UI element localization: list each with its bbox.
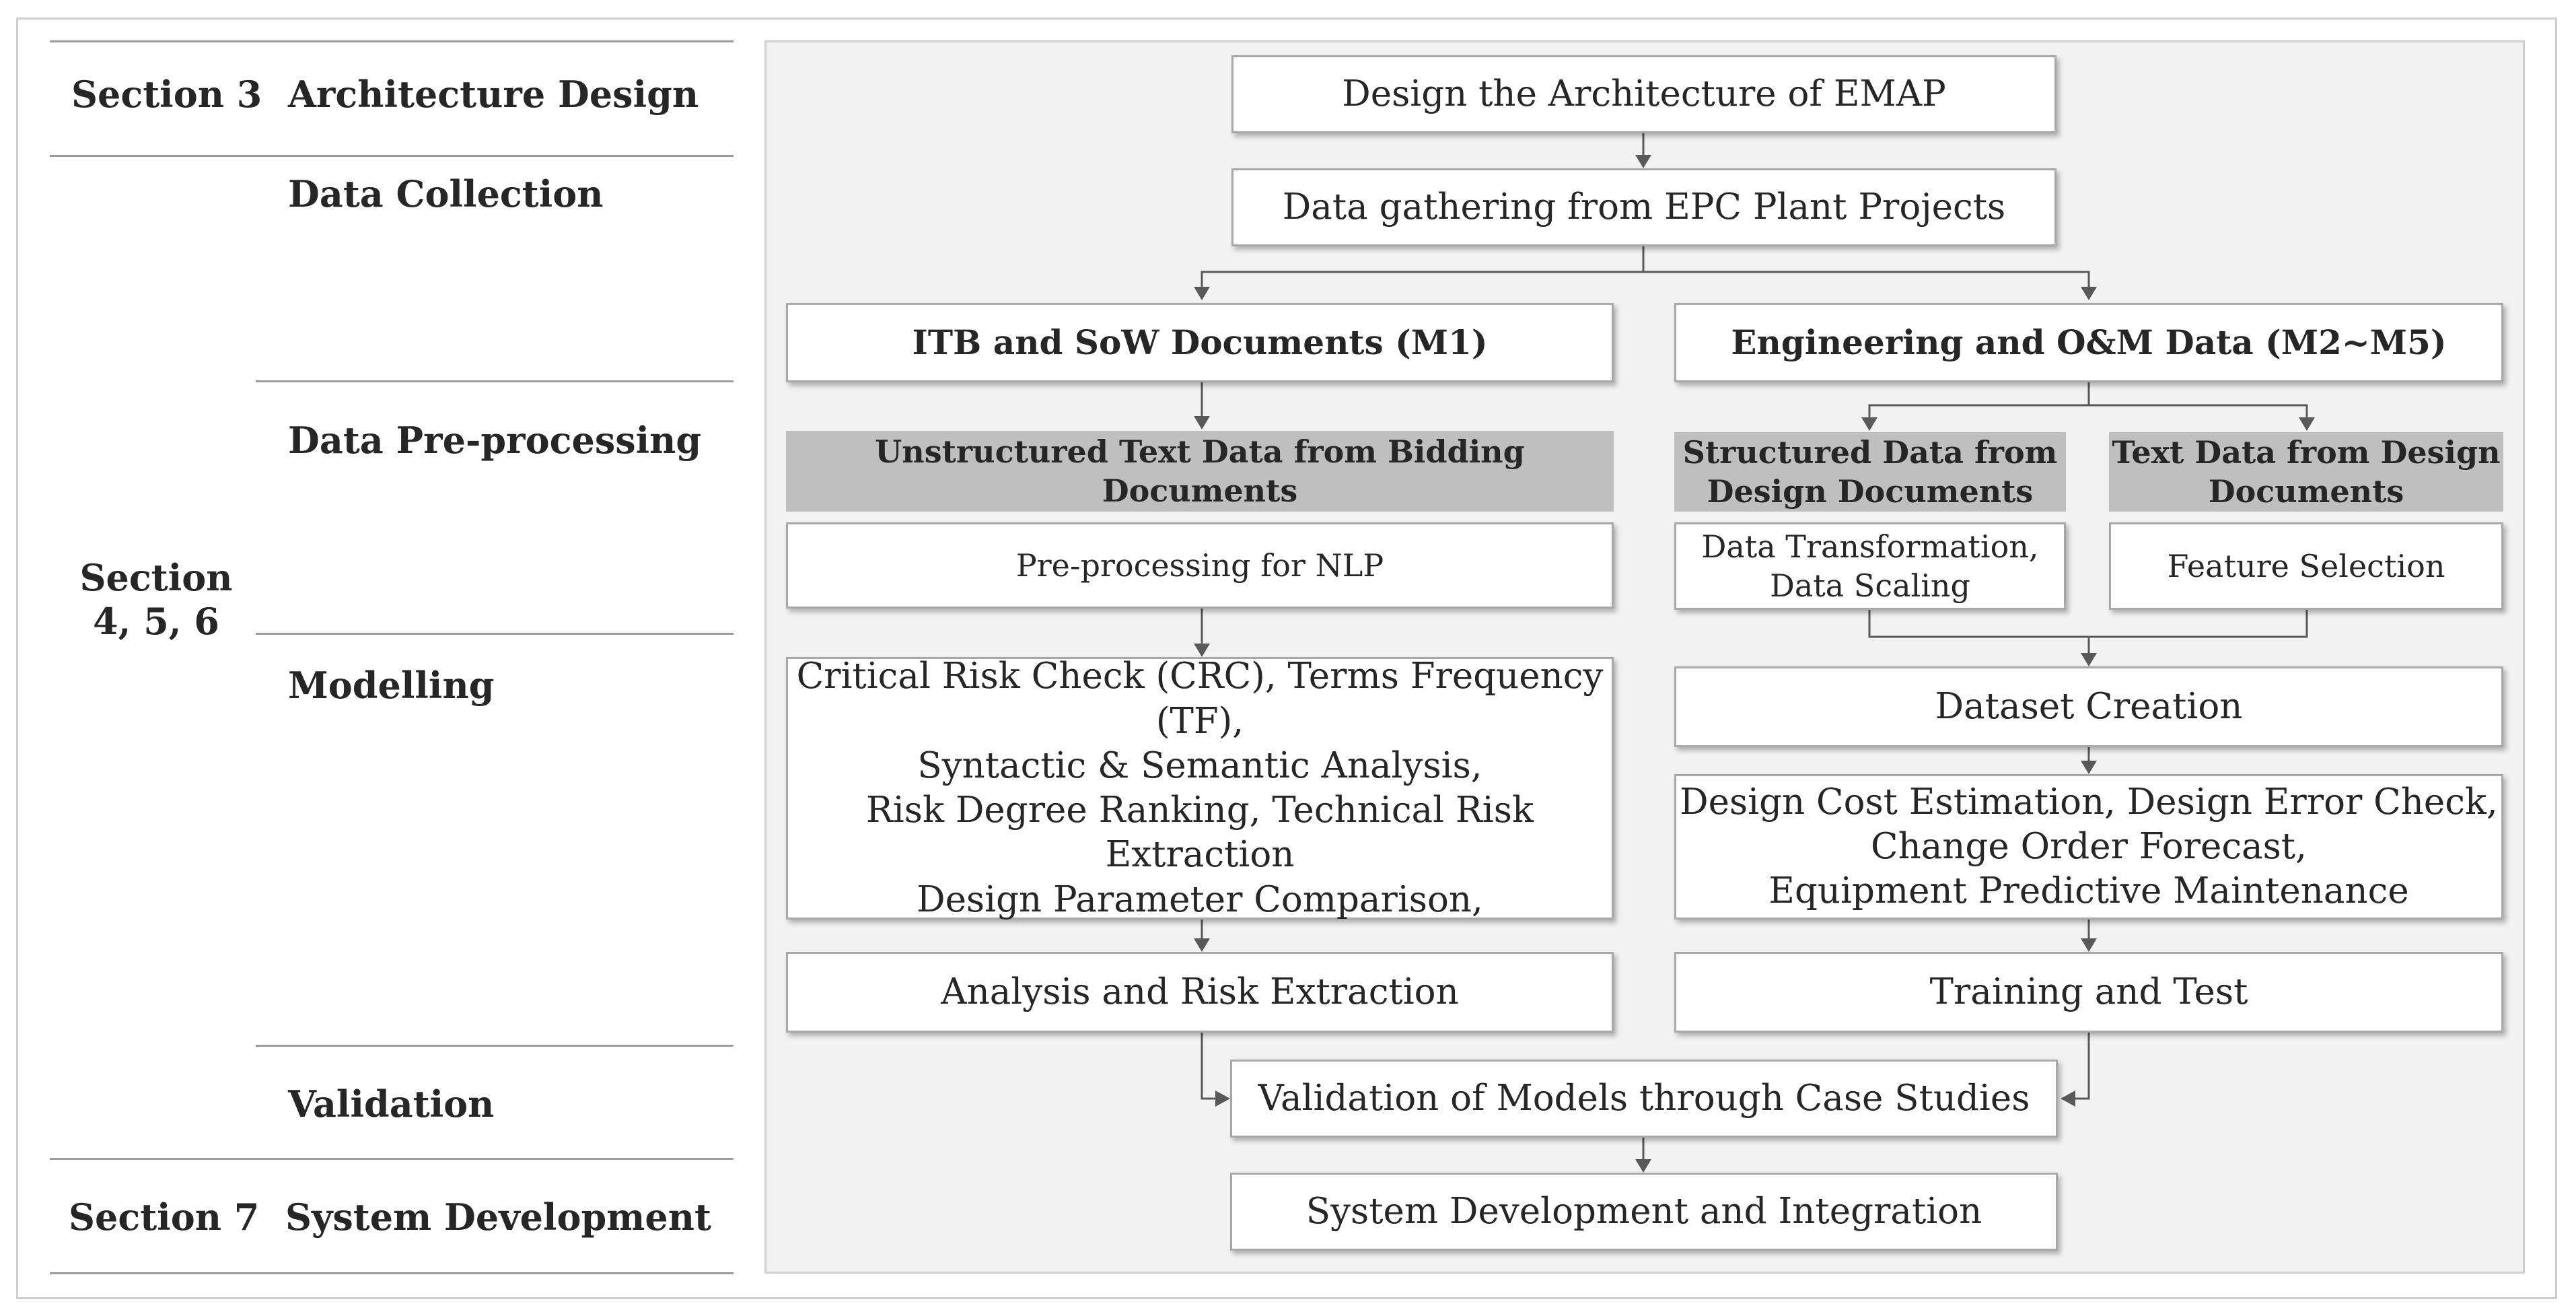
box-design-cost-methods: Design Cost Estimation, Design Error Che… (1674, 774, 2503, 920)
label-section-7: Section 7 (69, 1196, 260, 1239)
box-training-test: Training and Test (1674, 952, 2503, 1033)
box-analysis-risk-extraction: Analysis and Risk Extraction (786, 952, 1614, 1033)
box-design-architecture: Design the Architecture of EMAP (1231, 55, 2056, 133)
separator-section3 (50, 155, 734, 157)
separator-modelling (256, 1045, 734, 1047)
separator-top (50, 40, 734, 42)
label-system-development: System Development (285, 1196, 711, 1239)
box-text-data-design: Text Data from Design Documents (2109, 432, 2503, 512)
box-system-integration: System Development and Integration (1230, 1173, 2058, 1251)
label-validation: Validation (288, 1082, 495, 1126)
box-feature-selection: Feature Selection (2109, 522, 2503, 610)
box-risk-analysis-methods: Critical Risk Check (CRC), Terms Frequen… (786, 656, 1614, 920)
box-engineering-om-data: Engineering and O&M Data (M2~M5) (1674, 303, 2503, 382)
separator-bottom (50, 1272, 734, 1274)
separator-validation (50, 1158, 734, 1160)
label-section-4-5-6: Section 4, 5, 6 (79, 556, 233, 643)
box-data-transformation: Data Transformation, Data Scaling (1674, 522, 2066, 610)
label-architecture-design: Architecture Design (288, 73, 699, 116)
box-unstructured-text-data: Unstructured Text Data from Bidding Docu… (786, 431, 1614, 512)
box-preprocessing-nlp: Pre-processing for NLP (786, 522, 1614, 609)
outer-frame (16, 18, 2557, 1299)
box-structured-data: Structured Data from Design Documents (1674, 432, 2066, 512)
label-section-3: Section 3 (71, 73, 262, 116)
box-validation-case-studies: Validation of Models through Case Studie… (1230, 1060, 2058, 1138)
box-dataset-creation: Dataset Creation (1674, 666, 2503, 747)
label-data-collection: Data Collection (288, 172, 604, 215)
label-data-preprocessing: Data Pre-processing (288, 419, 702, 462)
separator-preprocessing (256, 633, 734, 635)
box-data-gathering: Data gathering from EPC Plant Projects (1231, 168, 2056, 246)
separator-collection (256, 380, 734, 382)
label-modelling: Modelling (288, 664, 495, 707)
box-itb-sow-documents: ITB and SoW Documents (M1) (786, 303, 1614, 382)
